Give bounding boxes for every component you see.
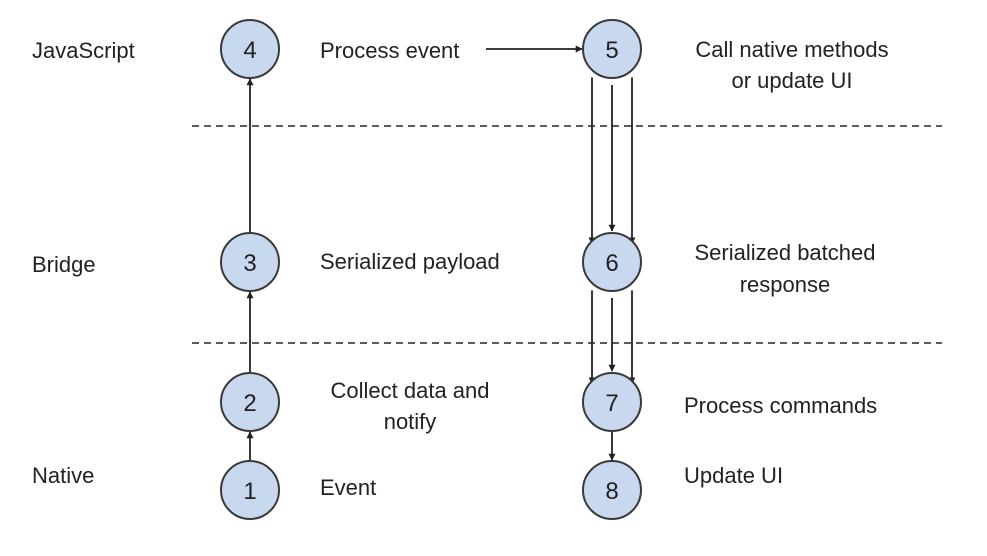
step-label-2-line-1: Collect data and [331,378,490,403]
step-node-6: 6 [582,232,642,292]
step-label-7: Process commands [684,393,877,418]
step-node-5: 5 [582,19,642,79]
step-label-8: Update UI [684,463,783,488]
step-number-6: 6 [605,250,618,277]
flow-arrows [246,45,636,461]
step-label-3: Serialized payload [320,249,500,274]
step-label-4: Process event [320,38,459,63]
layer-label-bridge: Bridge [32,252,96,277]
step-label-1: Event [320,475,376,500]
layer-label-javascript: JavaScript [32,38,135,63]
step-node-3: 3 [220,232,280,292]
step-node-2: 2 [220,372,280,432]
step-node-7: 7 [582,372,642,432]
step-number-7: 7 [605,390,618,417]
step-label-2-line-2: notify [384,409,437,434]
layer-label-native: Native [32,463,94,488]
step-label-5-line-2: or update UI [731,68,852,93]
step-number-5: 5 [605,37,618,64]
step-node-8: 8 [582,460,642,520]
step-node-1: 1 [220,460,280,520]
step-number-4: 4 [243,37,256,64]
step-label-6-line-2: response [740,272,831,297]
step-label-5-line-1: Call native methods [695,37,888,62]
step-number-2: 2 [243,390,256,417]
step-number-1: 1 [243,478,256,505]
step-label-6-line-1: Serialized batched [694,240,875,265]
step-node-4: 4 [220,19,280,79]
step-number-3: 3 [243,250,256,277]
step-number-8: 8 [605,478,618,505]
